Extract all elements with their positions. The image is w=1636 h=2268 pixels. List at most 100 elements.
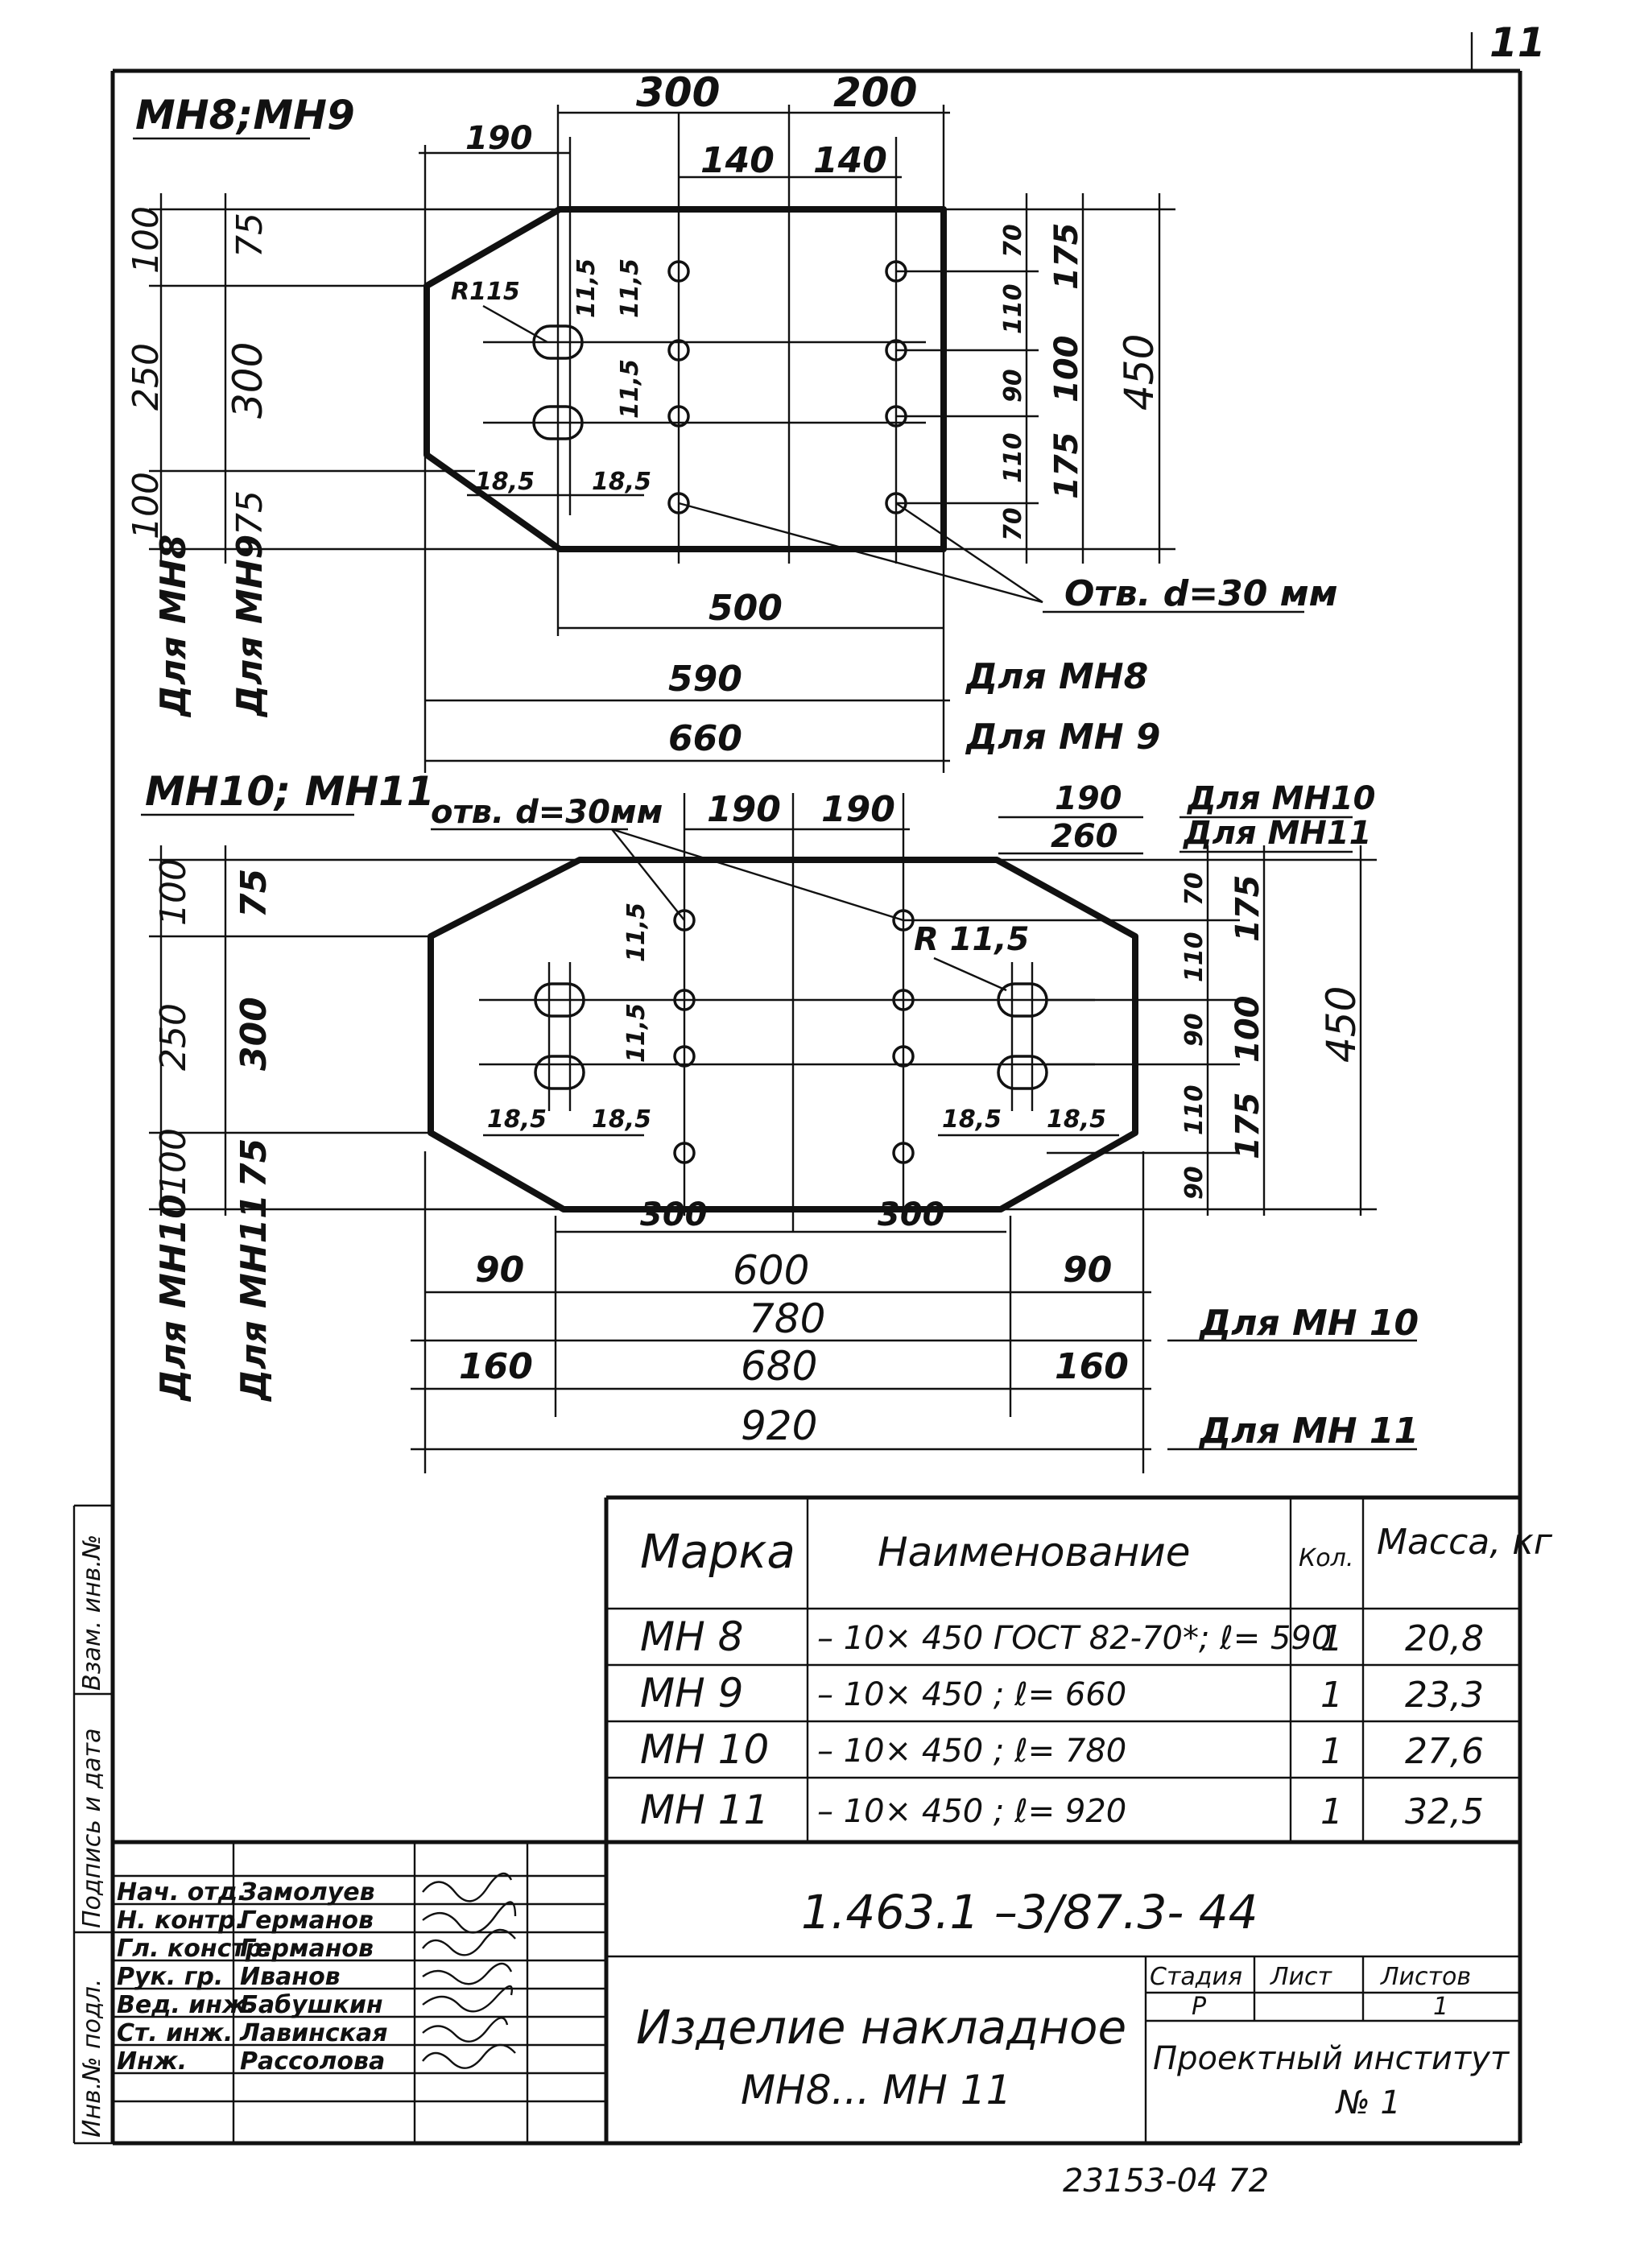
dim2-780: 780 (749, 1295, 825, 1342)
dim-190a: 190 (707, 789, 781, 830)
label-top-mn11: Для МН11 (1182, 815, 1371, 852)
row-name: – 10× 450 ГОСТ 82-70*; ℓ= 590 (817, 1620, 1332, 1657)
spec-table: Марка Наименование Кол. Масса, кг МН 8 –… (604, 1495, 1553, 2143)
dim2-100c: 100 (1229, 996, 1266, 1064)
label-top-mn10: Для МН10 (1186, 780, 1375, 817)
dim-190: 190 (465, 120, 533, 157)
dim-110b: 110 (999, 432, 1027, 483)
dim-70a: 70 (999, 224, 1027, 258)
dim-175a: 175 (1048, 223, 1085, 291)
row-qty: 1 (1320, 1618, 1343, 1659)
sheets-label: Листов (1380, 1963, 1471, 1991)
view2-title: МН10; МН11 (145, 768, 435, 815)
dim-500: 500 (709, 588, 783, 629)
dim2-100b: 100 (153, 1128, 194, 1196)
dim2-90c: 90 (475, 1250, 524, 1291)
dim2-90d: 90 (1063, 1250, 1112, 1291)
dim2-185d: 18,5 (1047, 1105, 1106, 1134)
sheet-label: Лист (1270, 1963, 1333, 1991)
table-row: МН 9 – 10× 450 ; ℓ= 660 1 23,3 (640, 1670, 1484, 1716)
row-qty: 1 (1320, 1731, 1343, 1772)
dim-300: 300 (636, 69, 720, 116)
bottom-code: 23153-04 72 (1063, 2163, 1269, 2200)
row-mark: МН 10 (640, 1726, 769, 1773)
header-mark: Марка (640, 1524, 795, 1579)
dim2-70: 70 (1180, 872, 1208, 906)
signature-role: Н. контр. (117, 1907, 245, 1935)
stage-value: Р (1192, 1993, 1207, 2021)
dim-100b: 100 (126, 472, 167, 539)
plate-mn10-mn11 (428, 857, 1138, 1212)
dim2-185c: 18,5 (942, 1105, 1002, 1134)
row-mass: 32,5 (1405, 1791, 1484, 1832)
dim2-300a: 300 (640, 1196, 708, 1233)
row-name: – 10× 450 ; ℓ= 920 (817, 1793, 1126, 1830)
label-for-mn8: Для МН8 (965, 656, 1148, 697)
organization-line1: Проектный институт (1153, 2040, 1510, 2077)
dim2-300v: 300 (233, 997, 275, 1071)
dim2-250: 250 (153, 1003, 194, 1071)
dim-115b: 11,5 (616, 258, 644, 318)
dim-590: 590 (668, 659, 742, 700)
signature-list: Нач. отд. Замолуев Н. контр. Германов Гл… (117, 1878, 388, 2076)
dim2-185b: 18,5 (592, 1105, 651, 1134)
signature-name: Рассолова (240, 2047, 385, 2076)
signature-name: Лавинская (239, 2019, 388, 2047)
dim2-680: 680 (741, 1343, 817, 1390)
dim2-450: 450 (1318, 986, 1365, 1063)
dim2-920: 920 (741, 1403, 817, 1449)
dim-185a: 18,5 (475, 468, 535, 496)
dim-260: 260 (1051, 818, 1118, 855)
label-for-mn10: Для МН 10 (1198, 1303, 1419, 1344)
dim-250: 250 (126, 343, 167, 411)
dim2-90b: 90 (1180, 1166, 1208, 1200)
side-label-mn8: Для МН8 (153, 535, 194, 718)
dim2-600: 600 (733, 1247, 809, 1294)
product-name-line2: МН8... МН 11 (741, 2067, 1011, 2113)
label-for-mn9: Для МН 9 (965, 717, 1161, 758)
dim-115c: 11,5 (616, 359, 644, 419)
signature-name: Германов (240, 1907, 374, 1935)
dim-90: 90 (999, 369, 1027, 403)
signature-role: Инж. (117, 2047, 187, 2076)
table-row: МН 10 – 10× 450 ; ℓ= 780 1 27,6 (640, 1726, 1484, 1773)
header-name: Наименование (878, 1529, 1191, 1576)
row-mass: 20,8 (1405, 1618, 1484, 1659)
radius-115: R115 (451, 278, 520, 306)
document-code: 1.463.1 –3/87.3- 44 (801, 1885, 1258, 1940)
hole-note-view1: Отв. d=30 мм (1064, 573, 1338, 614)
hole-note-view2: отв. d=30мм (431, 794, 663, 831)
dim2-110b: 110 (1180, 1084, 1208, 1135)
dim2-175a: 175 (1229, 875, 1266, 943)
side-label-mn11: Для МН11 (233, 1194, 275, 1403)
row-name: – 10× 450 ; ℓ= 780 (817, 1733, 1126, 1770)
dim2-110a: 110 (1180, 932, 1208, 982)
dim2-75b: 75 (233, 1138, 275, 1188)
side-label-mn9: Для МН9 (229, 535, 271, 718)
row-mark: МН 11 (640, 1787, 769, 1833)
label-for-mn11: Для МН 11 (1198, 1411, 1419, 1452)
dim-100a: 100 (126, 206, 167, 274)
dim-140a: 140 (700, 140, 775, 181)
dim2-75a: 75 (233, 869, 275, 918)
signature-name: Бабушкин (240, 1991, 383, 2019)
plate-mn8-mn9 (423, 206, 947, 552)
view-mn10-mn11: МН10; МН11 (141, 768, 1419, 1473)
dim-185b: 18,5 (592, 468, 651, 496)
handwritten-signatures (422, 1872, 517, 2069)
signature-role: Нач. отд. (117, 1878, 246, 1907)
signature-name: Иванов (240, 1963, 341, 1991)
sheets-value: 1 (1433, 1993, 1448, 2021)
title-block: 1.463.1 –3/87.3- 44 Изделие накладное МН… (113, 1840, 1520, 2143)
sheet-number: 11 (1489, 19, 1546, 66)
side-label-original-inv: Инв.№ подл. (78, 1979, 106, 2138)
dim-200: 200 (833, 69, 917, 116)
signature-name: Замолуев (239, 1878, 375, 1907)
organization-line2: № 1 (1335, 2084, 1401, 2121)
dim2-115b: 11,5 (622, 1003, 651, 1063)
dim2-175b: 175 (1229, 1093, 1266, 1160)
dim-450: 450 (1116, 334, 1163, 411)
dim-110a: 110 (999, 283, 1027, 334)
view1-title: МН8;МН9 (135, 92, 355, 138)
